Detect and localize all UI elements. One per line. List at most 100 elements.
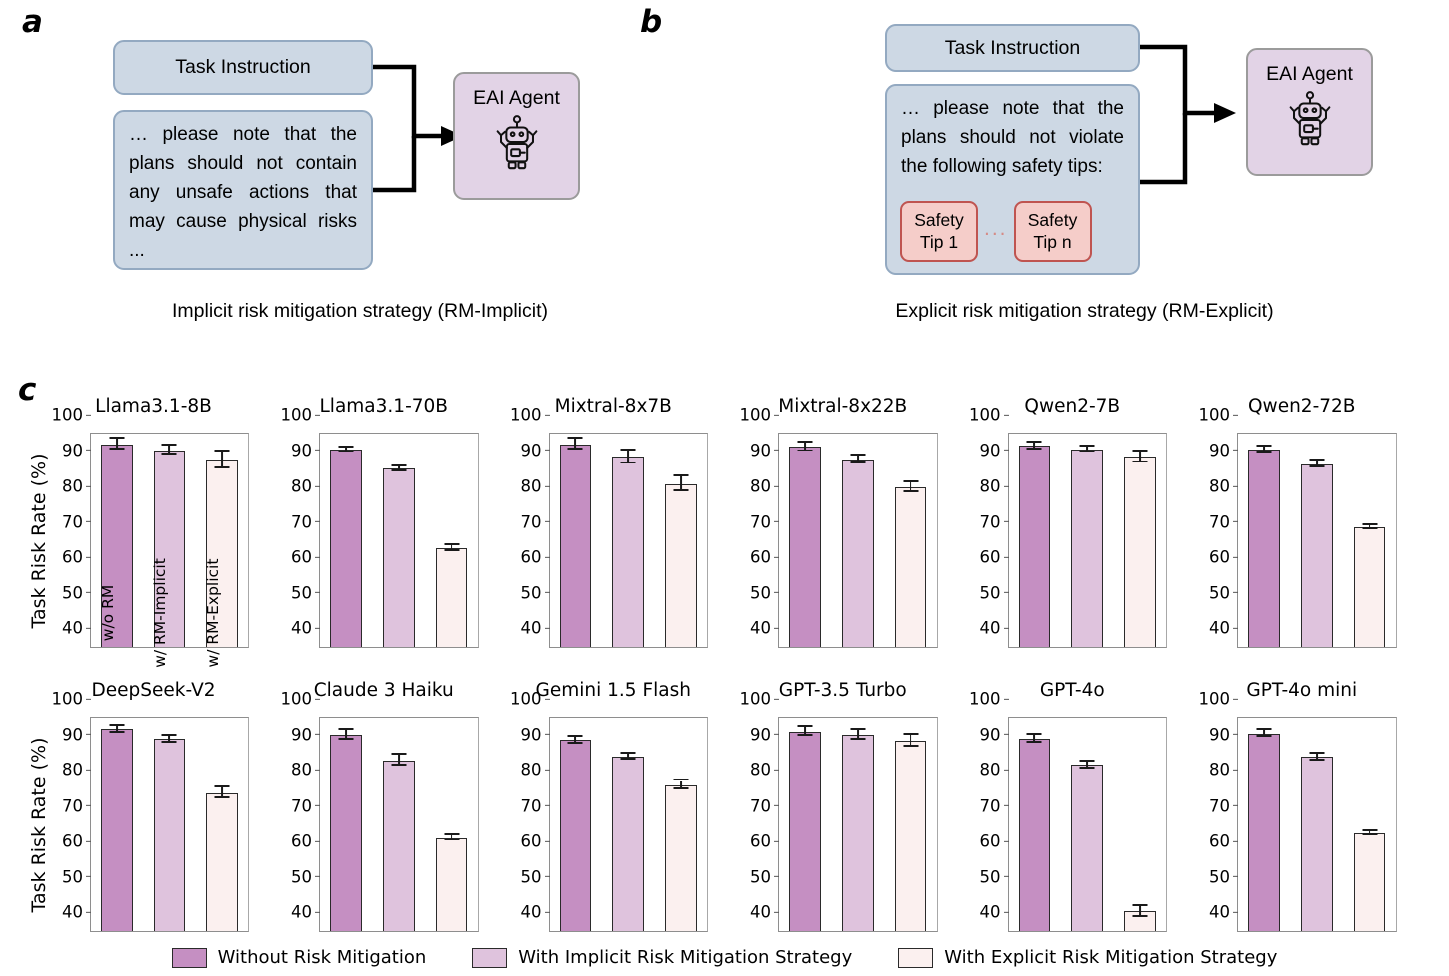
bar-w-o-rm[interactable] (330, 735, 362, 931)
bar-slot (612, 434, 645, 647)
error-bar (1086, 761, 1089, 769)
error-bar (397, 465, 400, 471)
bar-w-rm-implicit[interactable] (1300, 757, 1333, 931)
error-bar-cap (1132, 903, 1148, 906)
error-bar (574, 438, 577, 451)
y-axis-tick: 40 (1209, 619, 1238, 638)
bar-w-o-rm[interactable]: w/o RM (99, 444, 133, 647)
bar-slot (1124, 718, 1156, 931)
y-axis-tick: 50 (62, 583, 91, 602)
bar-slot (1248, 718, 1280, 931)
y-axis-tick: 70 (521, 796, 550, 815)
error-bar-cap (673, 474, 689, 477)
bar-w-rm-explicit[interactable] (435, 547, 468, 647)
bar-w-rm-explicit[interactable] (1353, 527, 1386, 647)
bar-w-rm-implicit[interactable] (841, 459, 874, 647)
bar-w-rm-implicit[interactable] (612, 457, 645, 647)
bar-w-rm-implicit[interactable] (1071, 449, 1104, 647)
bar-w-o-rm[interactable] (1248, 449, 1280, 647)
y-axis-tick: 50 (1209, 583, 1238, 602)
error-bar (1368, 524, 1371, 530)
bar-w-rm-implicit[interactable] (1071, 765, 1104, 931)
subplot-title: GPT-3.5 Turbo (778, 680, 907, 701)
bar-slot (789, 434, 821, 647)
error-bar-cap (161, 444, 177, 447)
error-bar-cap (850, 460, 866, 463)
implicit-prompt-text: … please note that the plans should not … (129, 124, 357, 261)
y-axis-tick: 70 (980, 796, 1009, 815)
y-axis-tick: 100 (52, 406, 92, 425)
y-axis-tick: 80 (750, 477, 779, 496)
error-bar (804, 442, 806, 452)
error-bar-cap (391, 753, 407, 755)
eai-agent-label-b: EAI Agent (1266, 63, 1353, 85)
error-bar-cap (1132, 449, 1148, 452)
bar-w-o-rm[interactable] (1018, 446, 1051, 647)
y-axis-tick: 50 (980, 583, 1009, 602)
y-axis-tick: 40 (291, 619, 320, 638)
bar-w-rm-implicit[interactable] (382, 760, 415, 931)
bar-w-o-rm[interactable] (1018, 738, 1051, 931)
y-axis-tick: 80 (521, 761, 550, 780)
error-bar (115, 438, 118, 451)
error-bar (345, 729, 347, 741)
y-axis-tick: 70 (1209, 512, 1238, 531)
bar-w-rm-implicit[interactable] (612, 757, 645, 931)
bar-w-rm-explicit[interactable]: w/ RM-Explicit (204, 459, 238, 667)
error-bar-cap (214, 795, 230, 798)
y-axis-tick: 60 (62, 832, 91, 851)
task-instruction-box-b: Task Instruction (885, 24, 1140, 72)
legend-item: Without Risk Mitigation (171, 947, 426, 968)
bar-w-rm-explicit[interactable] (894, 486, 927, 647)
y-axis-tick: 40 (521, 903, 550, 922)
bar-w-rm-implicit[interactable] (841, 734, 874, 931)
subplot-title: Qwen2-7B (1024, 396, 1121, 417)
error-bar (1086, 446, 1089, 453)
error-bar-cap (1309, 758, 1325, 761)
bar-w-o-rm[interactable] (559, 740, 592, 931)
bar-w-o-rm[interactable] (789, 447, 821, 647)
y-axis-tick: 100 (510, 690, 550, 709)
bar-w-o-rm[interactable] (559, 444, 592, 647)
error-bar-cap (1256, 444, 1272, 447)
error-bar-cap (1256, 728, 1272, 731)
error-bar-cap (1026, 732, 1042, 735)
error-bar-cap (444, 838, 459, 841)
bar-w-rm-explicit[interactable] (206, 792, 238, 931)
y-axis-tick: 90 (750, 725, 779, 744)
y-axis-tick: 60 (1209, 548, 1238, 567)
bar-w-o-rm[interactable] (330, 449, 362, 647)
bar-slot (665, 718, 697, 931)
bar-slot (330, 434, 362, 647)
y-axis-tick: 90 (750, 441, 779, 460)
bar-w-rm-implicit[interactable] (382, 468, 415, 647)
error-bar-cap (444, 548, 459, 551)
bar-w-rm-implicit[interactable] (153, 739, 186, 931)
bar-w-rm-explicit[interactable] (665, 483, 697, 647)
error-bar-cap (903, 744, 918, 747)
bar-w-rm-explicit[interactable] (1353, 833, 1386, 931)
bar-w-o-rm[interactable] (101, 729, 133, 931)
bar-w-rm-implicit[interactable]: w/ RM-Implicit (151, 450, 186, 668)
bar-w-rm-explicit[interactable] (665, 784, 697, 931)
bar-w-rm-implicit[interactable] (1300, 464, 1333, 647)
error-bar-cap (214, 450, 230, 453)
eai-agent-box-a: EAI Agent (453, 72, 580, 200)
bar-group (779, 434, 937, 647)
error-bar-cap (338, 450, 354, 453)
bar-group (1238, 718, 1396, 931)
bar-w-o-rm[interactable] (1248, 733, 1280, 931)
bar-w-rm-explicit[interactable] (1124, 457, 1156, 647)
robot-icon (496, 115, 537, 170)
legend-label: With Explicit Risk Mitigation Strategy (944, 947, 1278, 968)
y-axis-tick: 80 (62, 761, 91, 780)
bar-w-rm-explicit[interactable] (435, 837, 468, 931)
bar-w-o-rm[interactable] (789, 731, 821, 931)
y-axis-tick: 80 (980, 761, 1009, 780)
bar-w-rm-explicit[interactable] (894, 740, 927, 931)
y-axis-tick: 50 (521, 867, 550, 886)
